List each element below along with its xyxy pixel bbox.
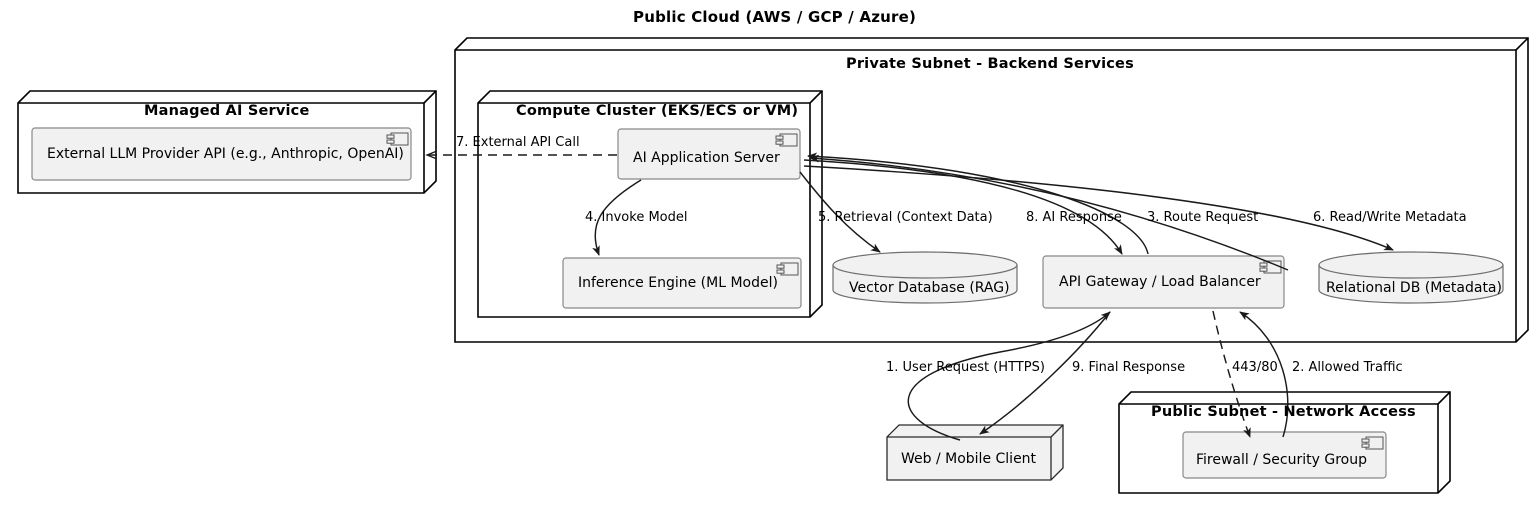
uml-component-icon [776,262,799,276]
component-label-external-llm-provider-api: External LLM Provider API (e.g., Anthrop… [47,146,404,162]
edge-label-3: 3. Route Request [1147,210,1259,225]
component-external-llm-provider-api[interactable] [31,127,412,181]
component-label-firewall-security-group: Firewall / Security Group [1196,452,1367,468]
component-label-inference-engine: Inference Engine (ML Model) [578,275,778,291]
database-label-relational-db: Relational DB (Metadata) [1326,280,1502,296]
edge-label-9: 9. Final Response [1072,360,1186,375]
edge-label-8: 8. AI Response [1026,210,1122,225]
component-ai-application-server[interactable] [617,128,801,180]
edge-label-4: 4. Invoke Model [585,210,688,225]
uml-component-icon [1361,436,1384,450]
node-label-web-mobile-client: Web / Mobile Client [901,451,1037,467]
component-label-api-gateway: API Gateway / Load Balancer [1059,274,1261,290]
diagram-title: Public Cloud (AWS / GCP / Azure) [633,8,917,26]
uml-component-icon [386,132,409,146]
database-label-vector-database: Vector Database (RAG) [849,280,1010,296]
node-title-private-subnet: Private Subnet - Backend Services [846,56,1134,72]
edge-label-5: 5. Retrieval (Context Data) [818,210,993,225]
edge-label-443-80: 443/80 [1232,360,1278,375]
edge-label-7: 7. External API Call [456,135,580,150]
component-label-ai-application-server: AI Application Server [633,150,780,166]
database-relational-db[interactable] [1318,251,1504,304]
edge-label-1: 1. User Request (HTTPS) [886,360,1045,375]
node-title-managed-ai-service: Managed AI Service [144,103,310,119]
component-inference-engine[interactable] [562,257,802,309]
node-title-compute-cluster: Compute Cluster (EKS/ECS or VM) [516,103,799,119]
edge-label-6: 6. Read/Write Metadata [1313,210,1467,225]
node-title-public-subnet: Public Subnet - Network Access [1151,404,1416,420]
edge-label-2: 2. Allowed Traffic [1292,360,1403,375]
uml-component-icon [775,133,798,147]
